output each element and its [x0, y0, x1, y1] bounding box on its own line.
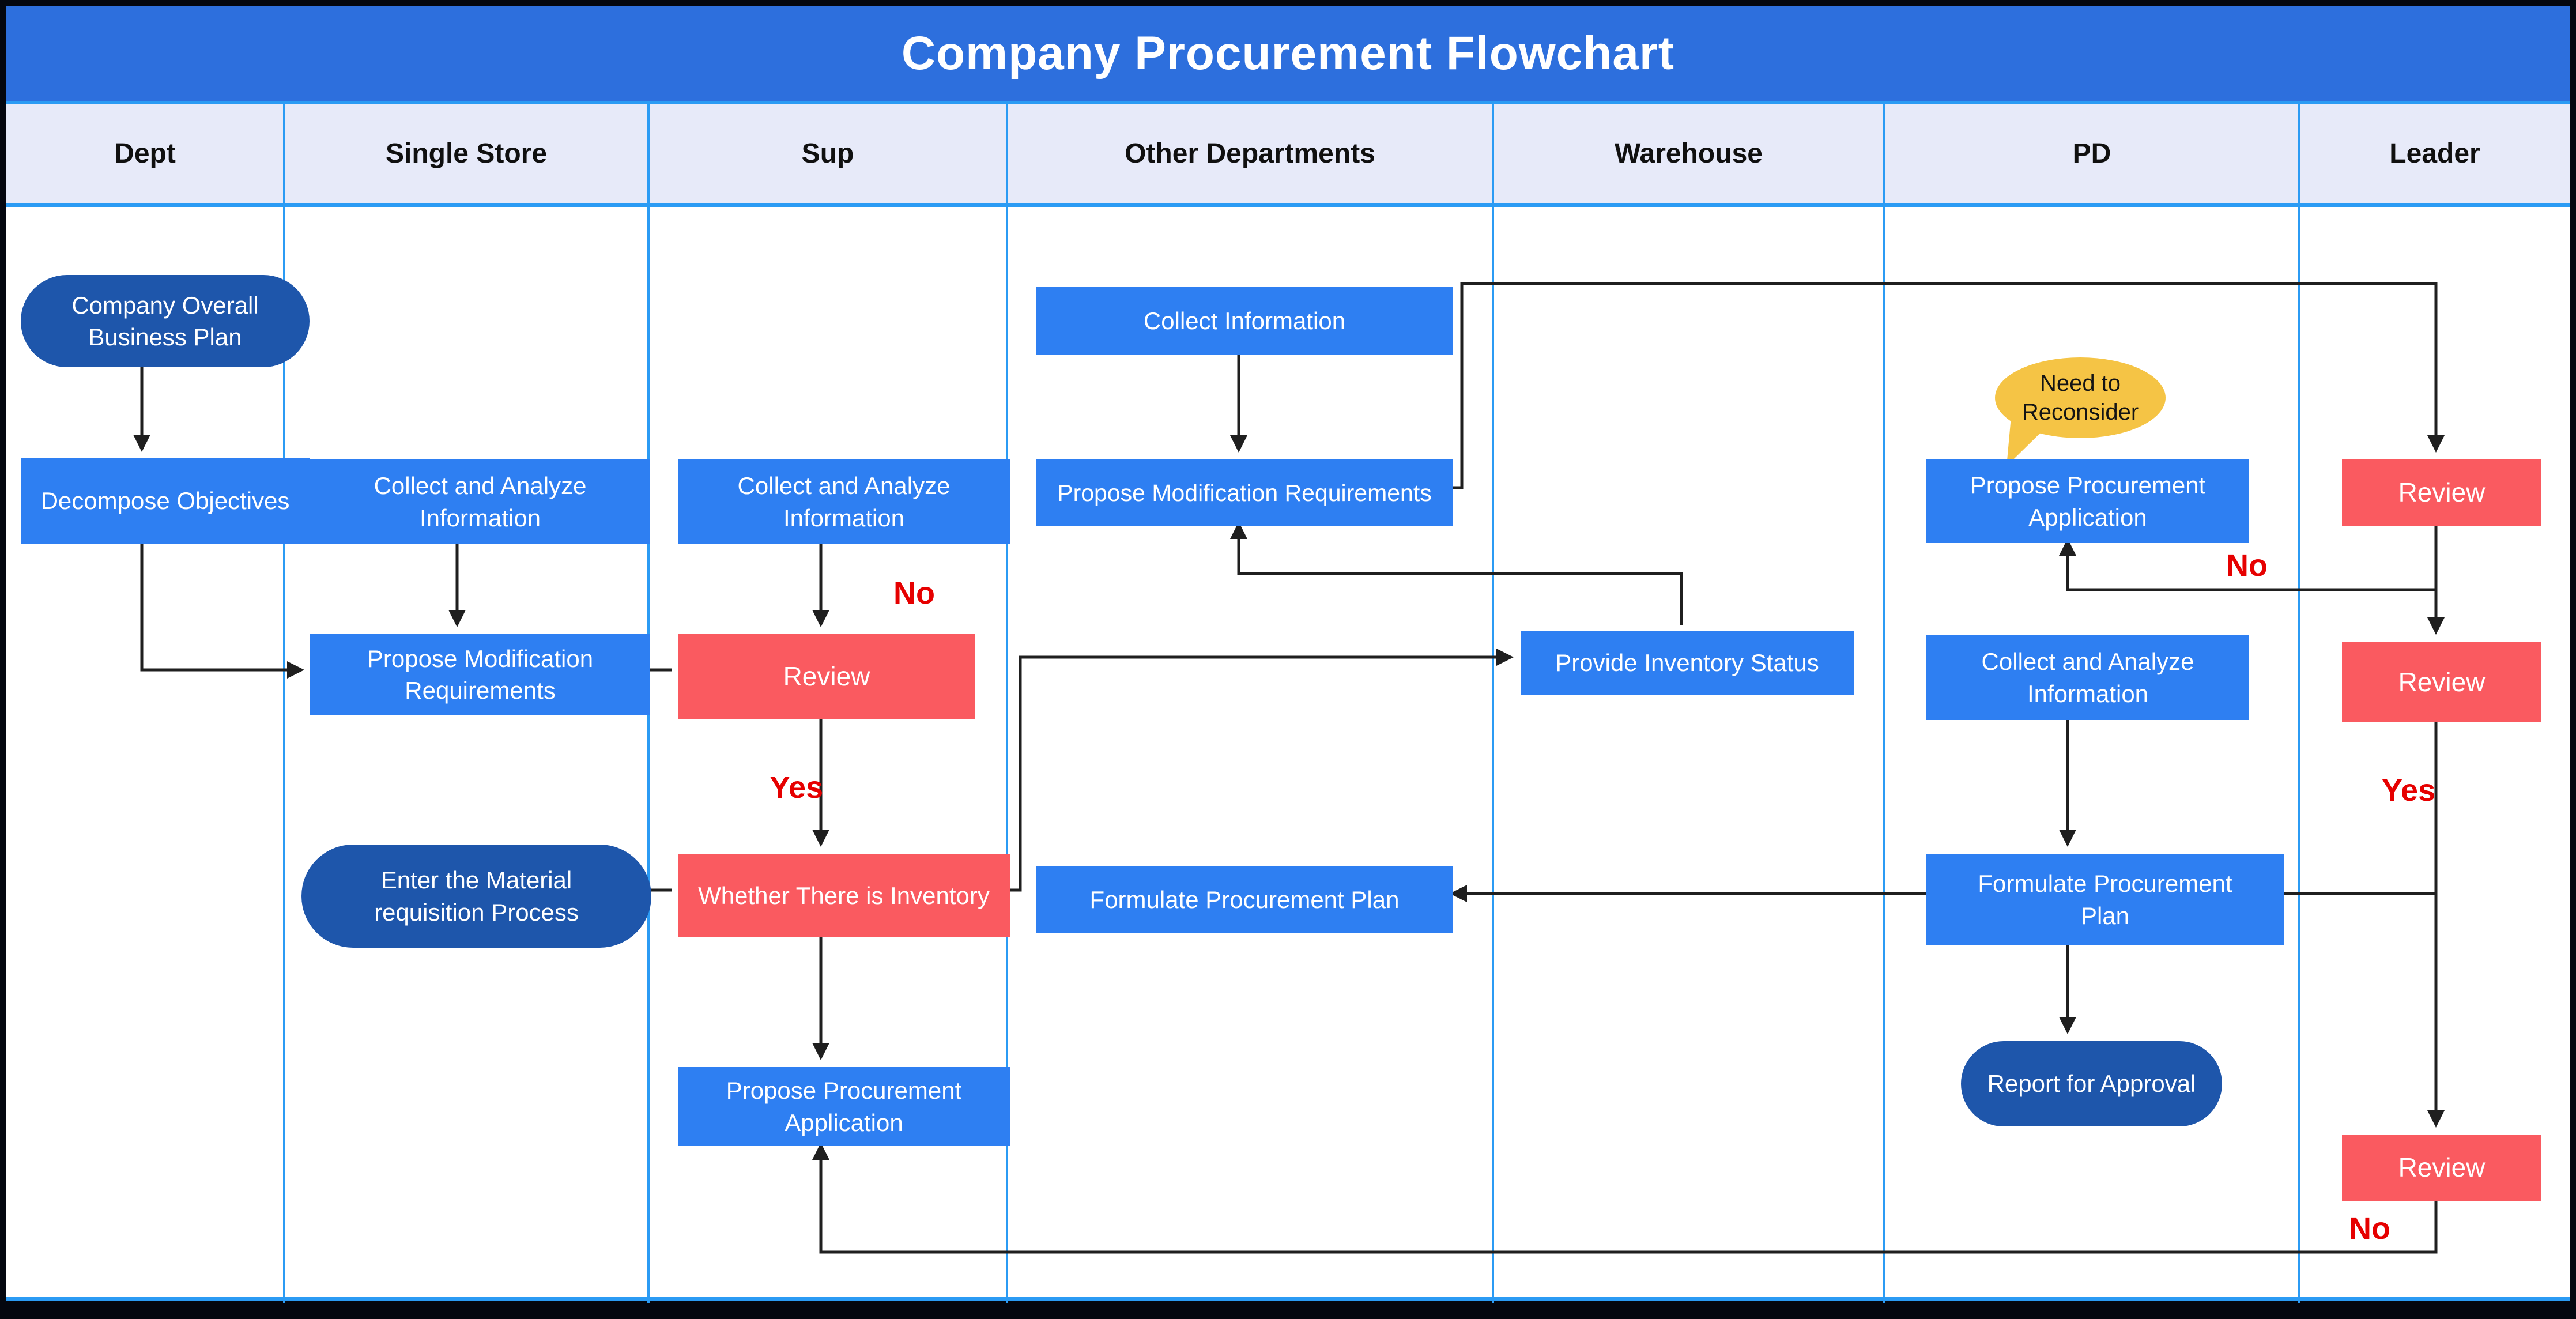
edge-label-no-review-leader-3: No	[2349, 1211, 2390, 1246]
node-collect-analyze-info-single-store[interactable]: Collect and Analyze Information	[310, 459, 650, 544]
lane-separator-6	[2298, 104, 2300, 1303]
edge-label-no-review-leader-2: No	[2226, 548, 2268, 583]
node-provide-inventory-status[interactable]: Provide Inventory Status	[1521, 631, 1854, 695]
title-bar: Company Procurement Flowchart	[6, 6, 2570, 101]
edge-pmr-od-to-review1	[1447, 282, 2445, 489]
lane-header-row	[6, 104, 2570, 203]
lane-header-pd: PD	[2072, 138, 2111, 169]
node-formulate-procurement-plan-pd[interactable]: Formulate Procurement Plan	[1926, 854, 2284, 945]
page-title: Company Procurement Flowchart	[901, 27, 1675, 80]
node-propose-procurement-application-pd[interactable]: Propose Procurement Application	[1926, 459, 2249, 543]
lane-separator-3	[1006, 104, 1008, 1303]
node-report-for-approval[interactable]: Report for Approval	[1961, 1041, 2222, 1126]
title-divider	[6, 101, 2570, 104]
node-review-sup[interactable]: Review	[678, 634, 975, 719]
node-enter-material-requisition-process[interactable]: Enter the Material requisition Process	[301, 845, 651, 948]
lane-header-single-store: Single Store	[385, 138, 548, 169]
edge-label-yes-review-leader-2: Yes	[2382, 773, 2436, 808]
node-propose-modification-requirements-other[interactable]: Propose Modification Requirements	[1036, 459, 1453, 526]
edge-label-yes-review-sup: Yes	[770, 770, 824, 805]
header-divider	[6, 203, 2570, 207]
edge-review3-no-to-ppa-sup	[812, 1143, 2438, 1254]
edge-review1-no-to-ppa-pd	[2059, 538, 2436, 591]
node-review-leader-1[interactable]: Review	[2342, 459, 2541, 526]
node-decompose-objectives[interactable]: Decompose Objectives	[21, 458, 310, 544]
lane-separator-5	[1883, 104, 1885, 1303]
edge-provide-status-to-pmr-od	[1230, 522, 1683, 625]
edge-decompose-to-pmr-ss	[140, 538, 304, 679]
node-collect-analyze-info-sup[interactable]: Collect and Analyze Information	[678, 459, 1010, 544]
node-propose-procurement-application-sup[interactable]: Propose Procurement Application	[678, 1067, 1010, 1146]
edge-label-no-review-sup: No	[893, 576, 935, 610]
edge-inventory-to-provide-status	[970, 649, 1514, 892]
node-collect-information[interactable]: Collect Information	[1036, 287, 1453, 355]
node-whether-there-is-inventory[interactable]: Whether There is Inventory	[678, 854, 1010, 937]
lane-separator-4	[1492, 104, 1494, 1303]
lane-header-dept: Dept	[114, 138, 176, 169]
lane-separator-1	[283, 104, 285, 1303]
callout-need-to-reconsider[interactable]: Need to Reconsider	[1995, 357, 2166, 438]
lane-header-sup: Sup	[801, 138, 854, 169]
lane-header-leader: Leader	[2389, 138, 2480, 169]
flowchart-sheet: Company Procurement Flowchart Dept Singl…	[6, 6, 2570, 1303]
lane-header-other-departments: Other Departments	[1125, 138, 1375, 169]
node-review-leader-3[interactable]: Review	[2342, 1135, 2541, 1201]
node-propose-modification-requirements-single-store[interactable]: Propose Modification Requirements	[310, 634, 650, 715]
node-formulate-procurement-plan-other[interactable]: Formulate Procurement Plan	[1036, 866, 1453, 933]
lane-header-warehouse: Warehouse	[1615, 138, 1763, 169]
node-collect-analyze-info-pd[interactable]: Collect and Analyze Information	[1926, 635, 2249, 720]
bottom-border	[6, 1297, 2570, 1301]
node-review-leader-2[interactable]: Review	[2342, 642, 2541, 722]
node-company-overall-business-plan[interactable]: Company Overall Business Plan	[21, 275, 310, 367]
